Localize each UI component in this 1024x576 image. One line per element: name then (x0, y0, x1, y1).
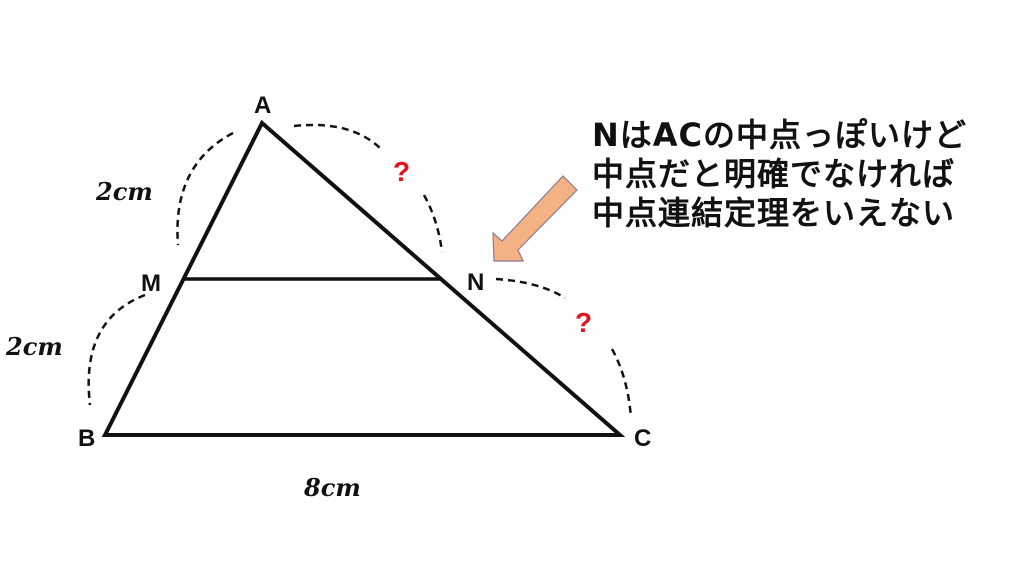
vertex-label-a: A (254, 92, 271, 119)
arc-an-bottom (422, 194, 444, 253)
vertex-label-n: N (467, 269, 484, 296)
vertex-label-c: C (634, 425, 651, 452)
pointer-arrow-icon (492, 175, 578, 262)
arc-nc-bottom (610, 348, 633, 419)
arc-mb (87, 293, 146, 406)
explanation-note: NはACの中点っぽいけど 中点だと明確でなければ 中点連結定理をいえない (592, 116, 967, 233)
vertex-label-b: B (78, 425, 95, 452)
vertex-label-m: M (141, 270, 161, 297)
note-line-1: NはACの中点っぽいけど (592, 116, 968, 154)
length-label-am: 2cm (95, 177, 153, 206)
note-line-3: 中点連結定理をいえない (592, 194, 956, 232)
note-line-2: 中点だと明確でなければ (592, 155, 956, 193)
arc-nc-top (495, 277, 566, 300)
arc-an-top (293, 123, 381, 149)
length-label-mb: 2cm (5, 332, 63, 361)
length-label-bc: 8cm (303, 473, 361, 502)
question-mark-nc: ? (575, 307, 592, 338)
arc-am (176, 131, 234, 246)
question-mark-an: ? (393, 156, 410, 187)
